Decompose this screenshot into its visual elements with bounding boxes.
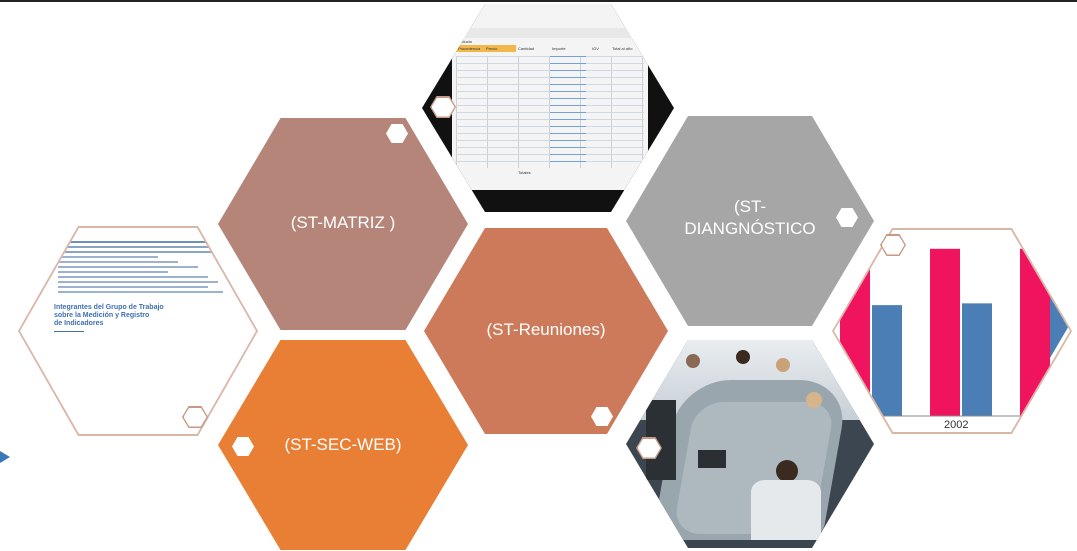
bar-2001-series-1 [872,305,902,416]
secweb-hex-badge-icon [232,437,254,456]
bar-2002-series-0 [930,248,960,416]
document-text-lines [58,238,248,296]
document-hex-badge-icon [182,406,208,428]
spreadsheet-col-4: IGV [592,46,599,51]
matriz-hex-badge-icon [386,124,408,143]
diagnostico-hex-badge-icon [836,208,858,227]
spreadsheet-col-1: Precio [486,46,498,51]
spreadsheet-total-label: Totales [518,170,531,175]
chart-hex-badge-icon [880,234,906,256]
bar-2001-series-0 [840,254,870,416]
top-border-line [0,0,1077,2]
spreadsheet-col-2: Cantidad [518,46,535,51]
reuniones-hex-badge-icon [591,407,613,426]
hexagon-st-matriz[interactable]: (ST-MATRIZ ) [218,118,468,330]
chart-arrow-icon [1050,290,1070,358]
hexagon-st-diagnostico[interactable]: (ST- DIANGNÓSTICO [626,116,874,326]
hexagon-st-reuniones[interactable]: (ST-Reuniones) [424,228,668,434]
spreadsheet-col-0: Procedencia [458,46,481,51]
spreadsheet-thumbnail: Producto Procedencia Precio Cantidad Imp… [452,4,648,190]
meeting-photo-hexagon [626,340,874,548]
hexagon-st-sec-web-label: (ST-SEC-WEB) [284,435,402,454]
hexagon-st-matriz-label: (ST-MATRIZ ) [290,213,396,232]
spreadsheet-hex-badge-icon [430,96,456,118]
spreadsheet-col-3: Importe [552,46,566,51]
spreadsheet-hexagon: Producto Procedencia Precio Cantidad Imp… [422,4,674,212]
document-hexagon: Integrantes del Grupo de Trabajo sobre l… [18,226,258,436]
right-arrow-icon[interactable] [0,451,10,463]
document-heading: Integrantes del Grupo de Trabajo sobre l… [54,304,164,327]
hexagon-st-reuniones-label: (ST-Reuniones) [486,320,606,339]
spreadsheet-col-5: Total al año [612,46,633,51]
x-tick-label-1: 2002 [944,419,968,431]
spreadsheet-header-label: Producto [456,39,473,44]
document-thumbnail: Integrantes del Grupo de Trabajo sobre l… [20,228,256,434]
hexagon-st-sec-web[interactable]: (ST-SEC-WEB) [218,340,468,550]
bar-2002-series-1 [962,303,992,416]
meeting-hex-badge-icon [636,437,662,459]
bar-partial-series-0 [1020,248,1050,416]
bar-chart-hexagon: 0012002 [832,228,1072,434]
bar-chart-thumbnail: 0012002 [834,248,1070,431]
hexagon-st-diagnostico-label: (ST- DIANGNÓSTICO [684,197,816,238]
